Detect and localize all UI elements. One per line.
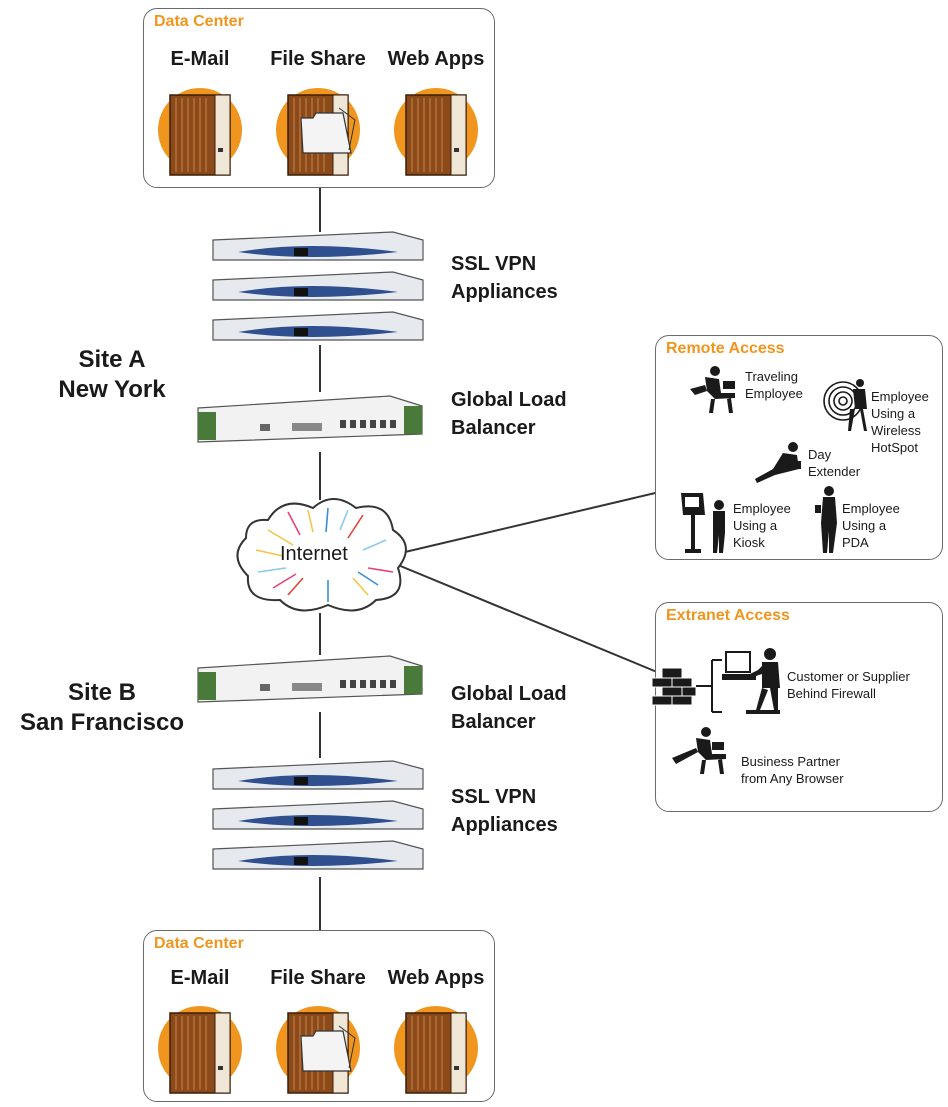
traveling-employee-label: Traveling Employee [745, 369, 803, 401]
load-balancer-label-a: Global Load Balancer [451, 389, 567, 439]
customer-supplier-icon [722, 648, 780, 714]
internet-cloud-icon [236, 498, 407, 612]
business-partner-label: Business Partner from Any Browser [741, 754, 844, 786]
global-load-balancer-icon-b [197, 655, 423, 703]
remote-access-title: Remote Access [666, 340, 785, 357]
file-share-server-icon [276, 88, 360, 176]
traveling-employee-icon [690, 366, 735, 413]
day-extender-label: Day Extender [808, 447, 861, 479]
remote-access-box: Remote Access [655, 335, 943, 560]
data-center-title: Data Center [154, 13, 244, 30]
site-a-label: Site A New York [58, 346, 166, 403]
customer-supplier-label: Customer or Supplier Behind Firewall [787, 669, 910, 701]
web-apps-server-label: Web Apps [387, 967, 485, 989]
day-extender-icon [755, 442, 801, 483]
business-partner-icon [672, 727, 726, 774]
load-balancer-label-b: Global Load Balancer [451, 683, 567, 733]
ssl-vpn-appliances-icon-a [212, 231, 424, 341]
file-share-server-label: File Share [270, 48, 366, 70]
data-center-title: Data Center [154, 935, 244, 952]
wireless-hotspot-employee-icon [823, 379, 867, 431]
internet-label: Internet [280, 543, 348, 565]
web-apps-server-icon [394, 88, 478, 176]
site-b-label: Site B San Francisco [19, 679, 185, 736]
ssl-vpn-label-b: SSL VPN Appliances [451, 786, 558, 836]
web-apps-server-icon [394, 1006, 478, 1094]
extranet-access-title: Extranet Access [666, 607, 790, 624]
email-server-label: E-Mail [170, 967, 230, 989]
email-server-icon [158, 1006, 242, 1094]
file-share-server-label: File Share [270, 967, 366, 989]
file-share-server-icon [276, 1006, 360, 1094]
extranet-access-box: Extranet Access [655, 602, 943, 812]
pda-employee-icon [815, 486, 837, 553]
global-load-balancer-icon-a [197, 395, 423, 443]
extranet-access-figures [651, 648, 780, 774]
ssl-vpn-label-a: SSL VPN Appliances [451, 253, 558, 303]
ssl-vpn-appliances-icon-b [212, 760, 424, 870]
server-icons-bottom [158, 1006, 478, 1094]
kiosk-employee-label: Employee Using a Kiosk [733, 501, 791, 550]
wireless-hotspot-employee-label: Employee Using a Wireless HotSpot [871, 389, 929, 455]
kiosk-employee-icon [681, 493, 725, 553]
remote-access-figures [681, 366, 867, 553]
server-icons-top [158, 88, 478, 176]
firewall-icon [651, 667, 697, 706]
web-apps-server-label: Web Apps [387, 48, 485, 70]
email-server-label: E-Mail [170, 48, 230, 70]
email-server-icon [158, 88, 242, 176]
pda-employee-label: Employee Using a PDA [842, 501, 900, 550]
